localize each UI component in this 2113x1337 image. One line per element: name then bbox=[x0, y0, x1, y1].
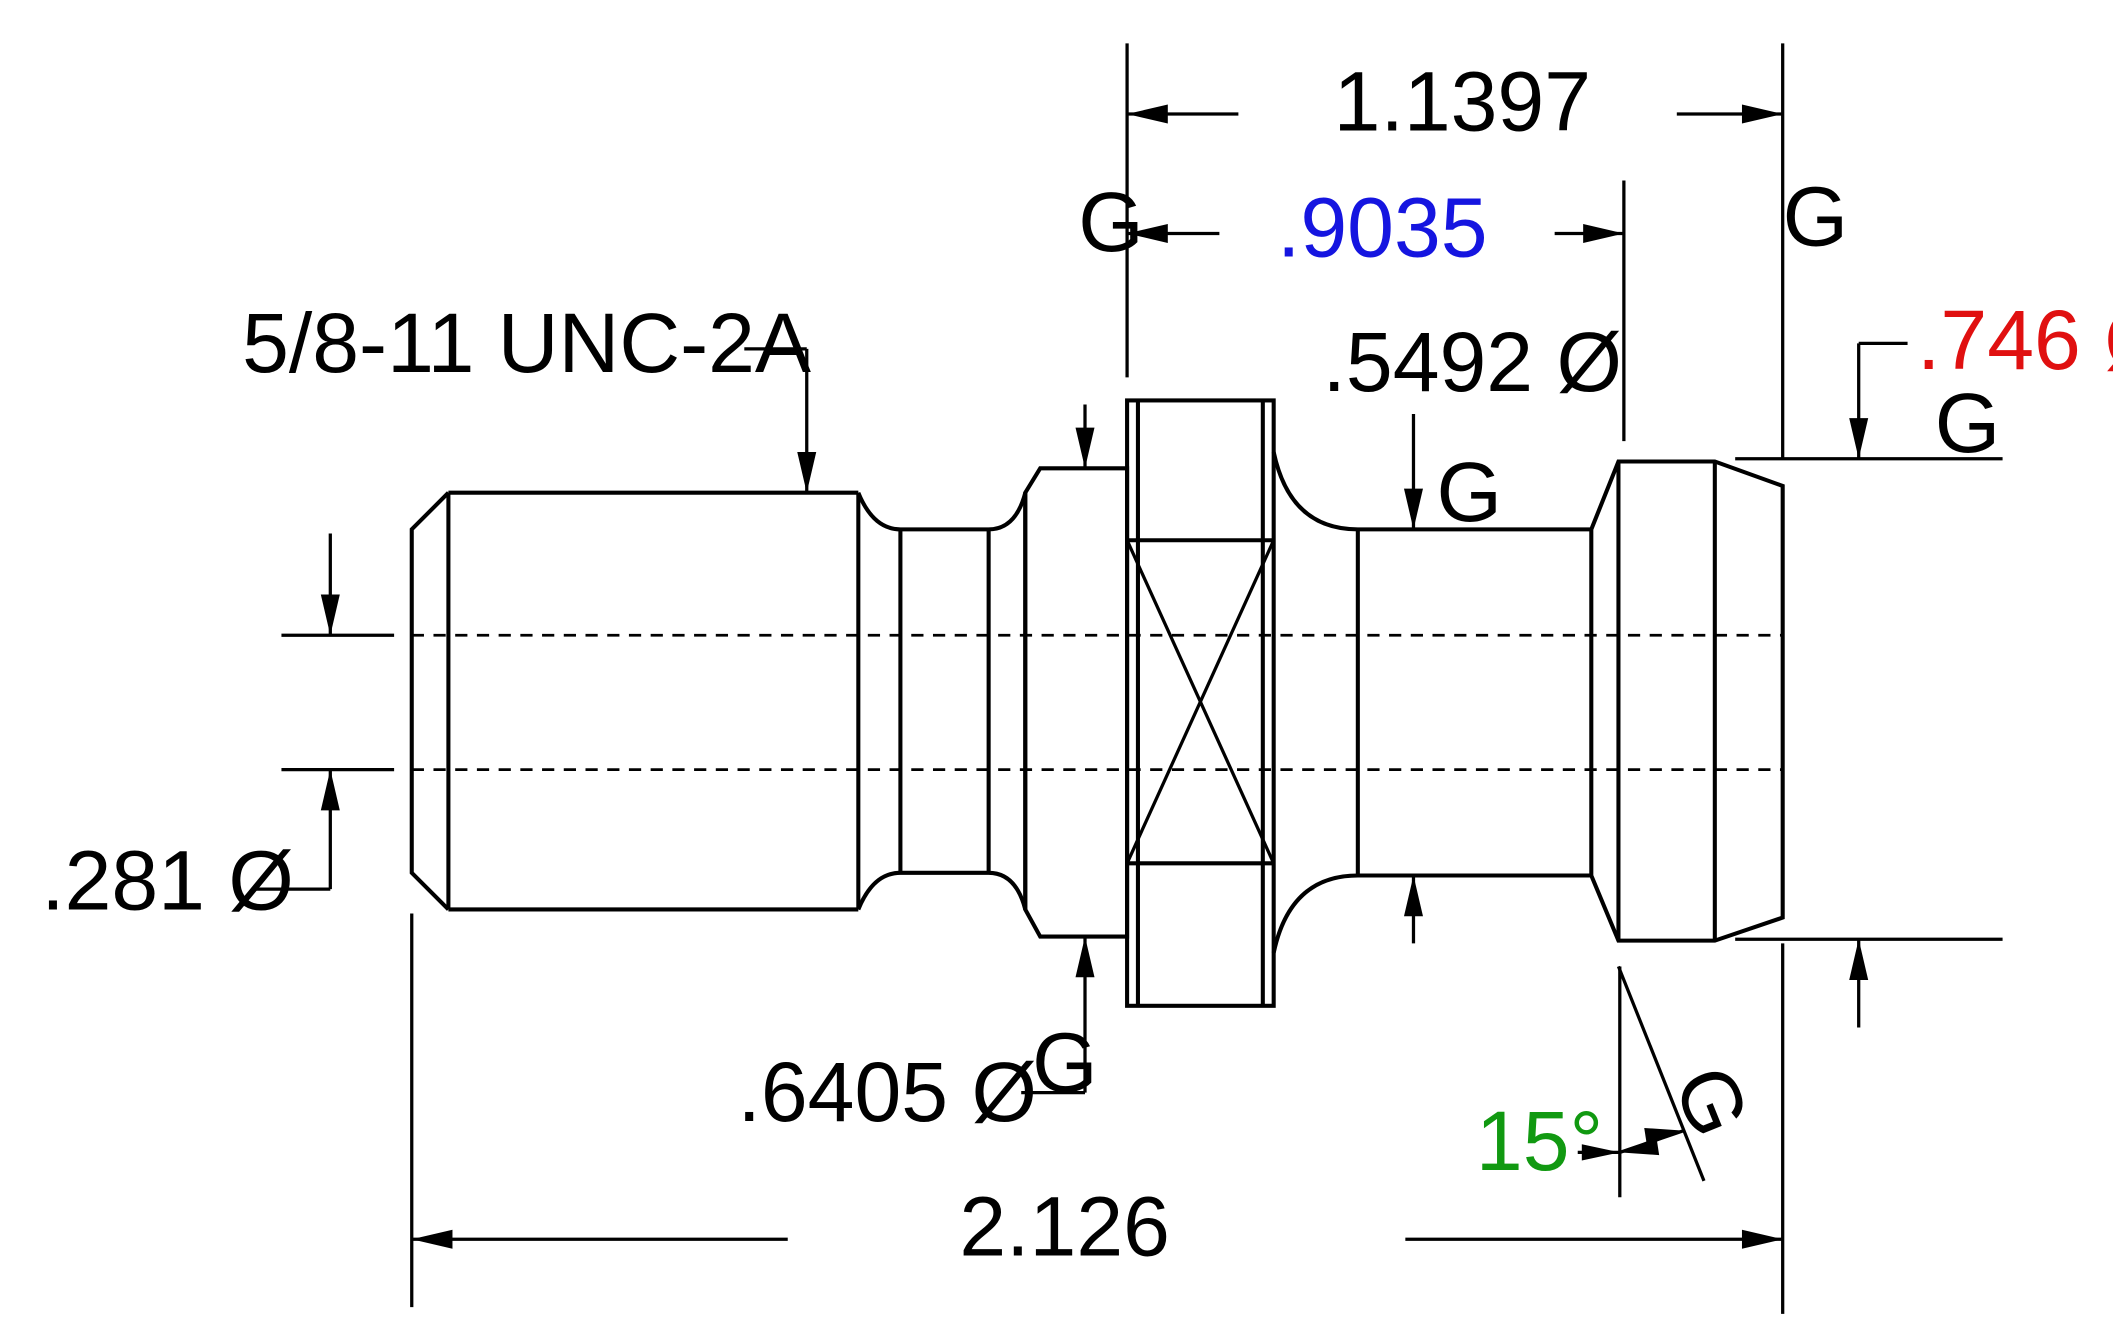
g-mark-flange-left: G bbox=[1078, 175, 1143, 269]
thread-callout: 5/8-11 UNC-2A bbox=[242, 296, 817, 493]
dim-head-diameter: .746 Ø bbox=[1849, 293, 2113, 1028]
dim-collar-diameter: .6405 Ø bbox=[738, 404, 1095, 1139]
dim-neck-diameter-label: .5492 Ø bbox=[1323, 315, 1622, 409]
part-outline bbox=[409, 398, 1785, 1008]
dim-total-length-label: 2.126 bbox=[959, 1180, 1170, 1274]
dim-total-length: 2.126 bbox=[411, 1180, 1783, 1274]
dim-head-diameter-label: .746 Ø bbox=[1917, 293, 2113, 387]
angle-label: 15° bbox=[1476, 1094, 1603, 1188]
g-mark-neck: G bbox=[1437, 445, 1502, 539]
g-mark-collar: G bbox=[1032, 1015, 1097, 1109]
angle-dimension: 15° bbox=[1476, 1094, 1685, 1188]
dim-collar-diameter-label: .6405 Ø bbox=[738, 1045, 1037, 1139]
g-mark-head-diameter: G bbox=[1935, 376, 2000, 470]
extension-lines bbox=[281, 43, 2003, 1314]
dim-head-length-label: 1.1397 bbox=[1334, 54, 1591, 148]
dim-head-length: 1.1397 bbox=[1127, 54, 1783, 148]
dim-neck-length: .9035 bbox=[1127, 181, 1624, 275]
dim-bore-diameter: .281 Ø bbox=[41, 533, 340, 927]
g-mark-head-right: G bbox=[1783, 170, 1848, 264]
dim-bore-diameter-label: .281 Ø bbox=[41, 833, 294, 927]
dim-neck-length-label: .9035 bbox=[1277, 181, 1488, 275]
thread-label: 5/8-11 UNC-2A bbox=[242, 296, 811, 390]
dim-neck-diameter: .5492 Ø bbox=[1323, 315, 1622, 944]
